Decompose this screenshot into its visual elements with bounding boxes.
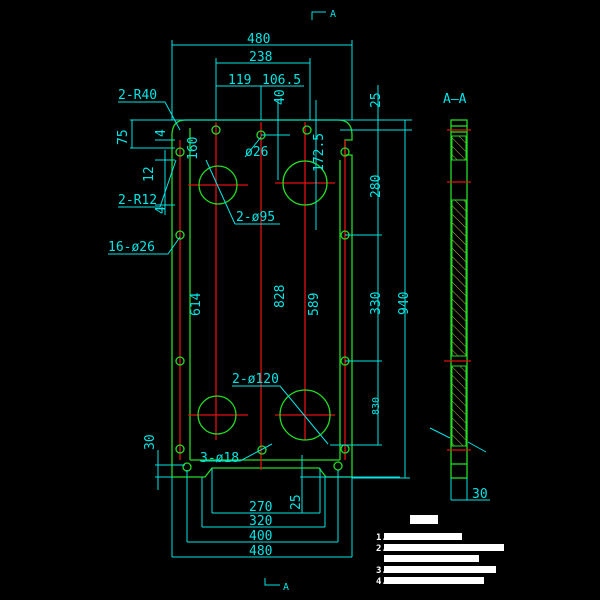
- svg-text:A: A: [330, 9, 336, 20]
- dim-320: 320: [249, 514, 272, 529]
- callout-2-r12: 2-R12: [118, 193, 157, 208]
- dim-614: 614: [189, 292, 204, 316]
- dim-160: 160: [186, 137, 201, 160]
- note-3-number: 3.: [376, 566, 387, 576]
- bolt-holes: [175, 125, 350, 472]
- dim-12: 12: [142, 166, 157, 182]
- port-bottom-left: [197, 395, 237, 435]
- dim-25-top: 25: [369, 92, 384, 108]
- dim-172-5: 172.5: [312, 133, 327, 172]
- section-title: A—A: [443, 92, 467, 107]
- section-mark-bottom: A: [264, 578, 289, 593]
- dim-589: 589: [307, 293, 322, 316]
- notes-title: [410, 515, 438, 524]
- dim-480-bottom: 480: [249, 544, 272, 559]
- port-top-left: [198, 165, 238, 205]
- callout-d26: ø26: [245, 145, 268, 160]
- dim-830: 830: [371, 397, 382, 415]
- dim-330: 330: [369, 292, 384, 315]
- dim-238: 238: [249, 50, 272, 65]
- svg-text:A: A: [283, 582, 289, 593]
- callout-2-d120: 2-ø120: [232, 372, 279, 387]
- dim-4-a: 4: [154, 129, 169, 137]
- callout-2-r40: 2-R40: [118, 88, 157, 103]
- callout-16-d26: 16-ø26: [108, 240, 155, 255]
- dim-270: 270: [249, 500, 272, 515]
- dim-119: 119: [228, 73, 251, 88]
- dim-75: 75: [116, 129, 131, 145]
- dim-40: 40: [273, 89, 288, 105]
- callout-2-d95: 2-ø95: [236, 210, 275, 225]
- dim-480-top: 480: [247, 32, 270, 47]
- port-bottom-right: [279, 389, 331, 441]
- section-view: A—A 30: [429, 92, 490, 502]
- note-1-number: 1.: [376, 533, 387, 543]
- dim-828: 828: [273, 285, 288, 308]
- section-mark-top: A: [311, 9, 336, 20]
- port-top-right: [282, 160, 328, 206]
- port-holes: [197, 160, 331, 441]
- dim-280: 280: [369, 175, 384, 198]
- dim-30-left: 30: [143, 434, 158, 450]
- callout-3-d18: 3-ø18: [200, 451, 239, 466]
- note-4-number: 4.: [376, 577, 387, 587]
- dim-106-5: 106.5: [262, 73, 301, 88]
- dim-4-b: 4: [154, 206, 169, 214]
- plate-outline: [171, 119, 353, 478]
- dim-section-30: 30: [472, 487, 488, 502]
- dim-940: 940: [397, 292, 412, 315]
- note-2-number: 2.: [376, 544, 387, 554]
- dim-25-bottom: 25: [289, 494, 304, 510]
- technical-notes: 1. 2. 3. 4.: [376, 515, 504, 587]
- dim-400: 400: [249, 529, 272, 544]
